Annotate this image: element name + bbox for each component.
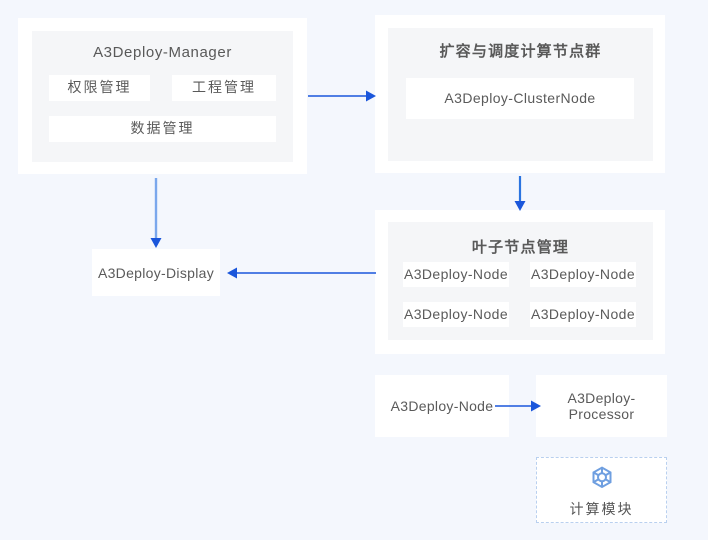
- manager-chip-project[interactable]: 工程管理: [172, 75, 276, 101]
- leaf-chip-node-4[interactable]: A3Deploy-Node: [530, 302, 636, 327]
- manager-to-display-arrow: [146, 178, 166, 250]
- cluster-chip-clusternode[interactable]: A3Deploy-ClusterNode: [406, 78, 634, 119]
- leaf-chip-node-2[interactable]: A3Deploy-Node: [530, 262, 636, 287]
- node-to-processor-arrow: [495, 396, 543, 416]
- manager-group-title: A3Deploy-Manager: [93, 44, 232, 61]
- leaf-group-title: 叶子节点管理: [471, 239, 570, 256]
- hexagon-gear-icon: [585, 461, 619, 495]
- leaf-chip-node-3[interactable]: A3Deploy-Node: [403, 302, 509, 327]
- manager-chip-data[interactable]: 数据管理: [49, 116, 276, 142]
- processor-source-node-box[interactable]: A3Deploy-Node: [375, 375, 509, 437]
- manager-chip-permission[interactable]: 权限管理: [49, 75, 150, 101]
- display-box[interactable]: A3Deploy-Display: [92, 249, 220, 296]
- leaf-chip-node-1[interactable]: A3Deploy-Node: [403, 262, 509, 287]
- processor-target-box[interactable]: A3Deploy-Processor: [536, 375, 667, 437]
- manager-to-cluster-arrow: [308, 86, 378, 106]
- cluster-group-title: 扩容与调度计算节点群: [439, 43, 602, 60]
- leaf-to-display-arrow: [226, 263, 376, 283]
- compute-module-card[interactable]: 计算模块: [536, 457, 667, 523]
- compute-module-label: 计算模块: [569, 501, 634, 517]
- cluster-to-leaf-arrow: [510, 176, 530, 212]
